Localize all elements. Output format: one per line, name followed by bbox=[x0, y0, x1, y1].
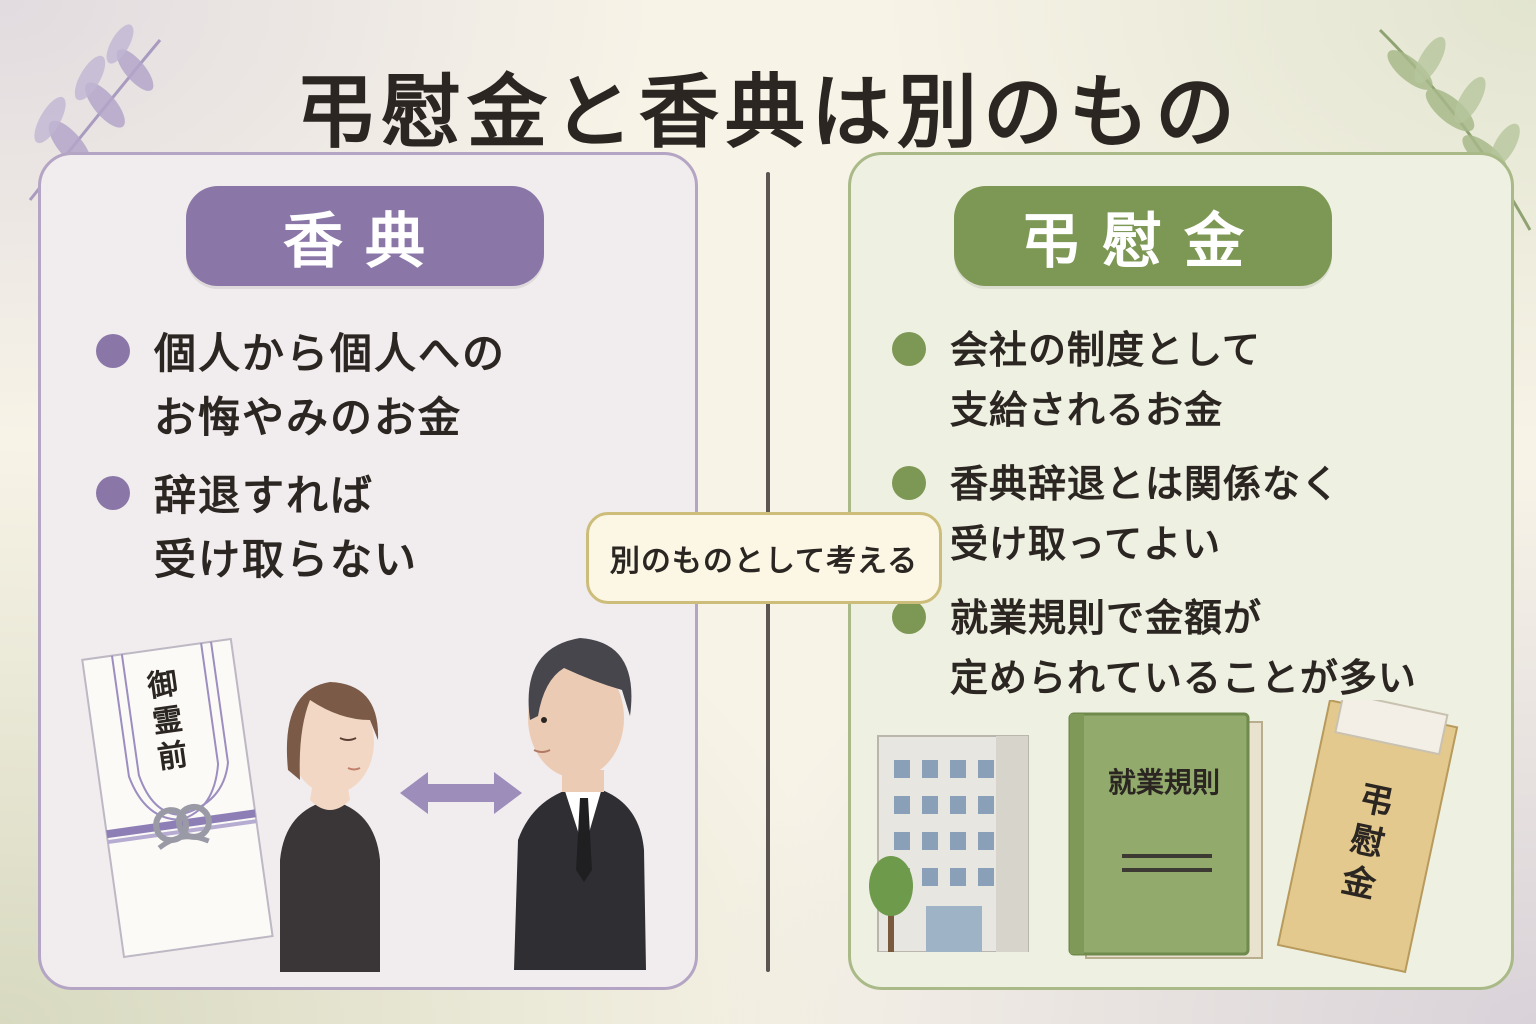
envelope-char: 前 bbox=[155, 737, 190, 776]
bullet-line: 支給されるお金 bbox=[950, 388, 1224, 432]
bullet-line: 辞退すれば bbox=[154, 471, 375, 520]
bullet-line: 就業規則で金額が bbox=[950, 596, 1263, 640]
koden-bullet-1: 個人から個人への お悔やみのお金 bbox=[96, 322, 506, 450]
bullet-line: 受け取らない bbox=[154, 535, 419, 584]
koden-bullet-2: 辞退すれば 受け取らない bbox=[96, 464, 418, 592]
bullet-line: 受け取ってよい bbox=[950, 522, 1222, 566]
rulebook-icon: 就業規則 bbox=[1068, 712, 1263, 959]
bullet-dot-icon bbox=[892, 466, 926, 500]
bullet-dot-icon bbox=[96, 334, 130, 368]
middle-label: 別のものとして考える bbox=[586, 512, 942, 604]
bullet-line: 香典辞退とは関係なく bbox=[950, 462, 1341, 506]
man-mourner-icon bbox=[514, 638, 646, 970]
envelope-char: 霊 bbox=[150, 702, 185, 741]
rulebook-title: 就業規則 bbox=[1108, 766, 1220, 799]
bullet-line: 個人から個人への bbox=[154, 329, 507, 378]
bullet-line: 定められていることが多い bbox=[950, 656, 1417, 700]
company-building-icon bbox=[869, 735, 1029, 952]
envelope-char: 慰 bbox=[1346, 819, 1388, 865]
choikin-bullet-1: 会社の制度として 支給されるお金 bbox=[892, 320, 1261, 440]
bullet-dot-icon bbox=[96, 476, 130, 510]
choikin-bullet-2: 香典辞退とは関係なく 受け取ってよい bbox=[892, 454, 1340, 574]
bullet-dot-icon bbox=[892, 600, 926, 634]
double-arrow-icon bbox=[400, 772, 522, 814]
koden-header: 香典 bbox=[186, 186, 544, 286]
envelope-char: 御 bbox=[144, 666, 180, 705]
choikin-header: 弔慰金 bbox=[954, 186, 1332, 286]
page-title: 弔慰金と香典は別のもの bbox=[295, 66, 1241, 159]
choikin-bullet-3: 就業規則で金額が 定められていることが多い bbox=[892, 588, 1417, 708]
woman-mourner-icon bbox=[280, 682, 380, 972]
bullet-line: お悔やみのお金 bbox=[154, 393, 463, 442]
bullet-dot-icon bbox=[892, 332, 926, 366]
koden-envelope-icon: 御 霊 前 bbox=[81, 637, 274, 959]
envelope-char: 弔 bbox=[1355, 778, 1397, 824]
bullet-line: 会社の制度として bbox=[950, 328, 1261, 372]
choikin-envelope-icon: 弔 慰 金 bbox=[1276, 700, 1459, 974]
